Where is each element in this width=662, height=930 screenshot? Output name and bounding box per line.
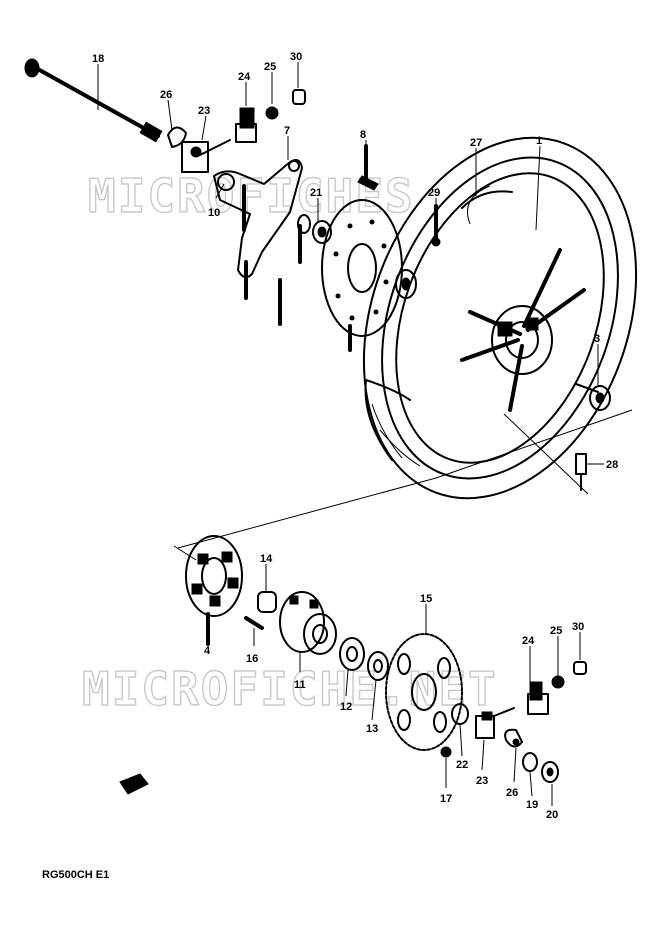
callout-24-bolt-lower: 24 <box>522 635 535 647</box>
axle-spacer-washers <box>297 214 332 244</box>
callout-20-nut: 20 <box>546 809 558 821</box>
torque-link-bracket <box>213 159 303 326</box>
callout-26-cotter-lower: 26 <box>506 787 518 799</box>
callout-19-washer: 19 <box>526 799 538 811</box>
callout-7-torque-link: 7 <box>284 125 290 137</box>
callout-23-adjuster-lower: 23 <box>476 775 488 787</box>
adjuster-bolt-nut-lower <box>522 661 587 783</box>
callout-18-axle: 18 <box>92 53 104 65</box>
rear-axle <box>24 58 163 143</box>
hub-bearing-and-oil-seal <box>339 637 389 681</box>
callout-30-cap-upper: 30 <box>290 51 302 63</box>
model-code-label: RG500CH E1 <box>42 869 109 881</box>
callout-10-washer: 10 <box>208 207 220 219</box>
cush-drive-damper <box>185 535 243 646</box>
hub-sleeve-and-bolt <box>244 591 277 630</box>
callout-13-oil-seal: 13 <box>366 723 378 735</box>
adjuster-bolt-nut-upper <box>235 89 306 143</box>
watermark-bottom: MICROFICHE.NET <box>82 662 498 716</box>
callout-26-cotter-upper: 26 <box>160 89 172 101</box>
callout-17-nut: 17 <box>440 793 452 805</box>
callout-16-bolt: 16 <box>246 653 258 665</box>
callout-12-bearing: 12 <box>340 701 352 713</box>
chain-adjuster-left <box>167 126 231 173</box>
callout-21-spacer: 21 <box>310 187 322 199</box>
hub-section-lines <box>173 409 633 561</box>
callout-24-bolt-upper: 24 <box>238 71 251 83</box>
chain-adjuster-right <box>475 707 523 748</box>
callout-4-damper: 4 <box>204 645 211 657</box>
callout-28-air-valve: 28 <box>606 459 618 471</box>
disc-bolt-upper <box>357 144 379 191</box>
callout-11-sprocket-hub: 11 <box>294 679 306 691</box>
callout-15-sprocket: 15 <box>420 593 432 605</box>
rear-sprocket <box>385 633 463 751</box>
callout-14-sleeve: 14 <box>260 553 273 565</box>
callout-1-wheel: 1 <box>536 135 542 147</box>
callout-29-valve: 29 <box>428 187 440 199</box>
callout-27-tire: 27 <box>470 137 482 149</box>
small-clip-part <box>119 773 149 795</box>
rear-wheel-and-tire <box>362 136 638 500</box>
callout-23-adjuster-upper: 23 <box>198 105 210 117</box>
callout-25-nut-upper: 25 <box>264 61 276 73</box>
callout-8-disc-bolt: 8 <box>360 129 366 141</box>
callout-25-nut-lower: 25 <box>550 625 562 637</box>
sprocket-hub <box>279 591 337 655</box>
callout-30-cap-lower: 30 <box>572 621 584 633</box>
callout-22-washer: 22 <box>456 759 468 771</box>
part-callouts: 18 30 24 25 26 23 7 8 27 1 21 29 10 3 28… <box>92 51 618 821</box>
callout-3-bearing: 3 <box>594 333 600 345</box>
leader-lines <box>97 62 604 806</box>
